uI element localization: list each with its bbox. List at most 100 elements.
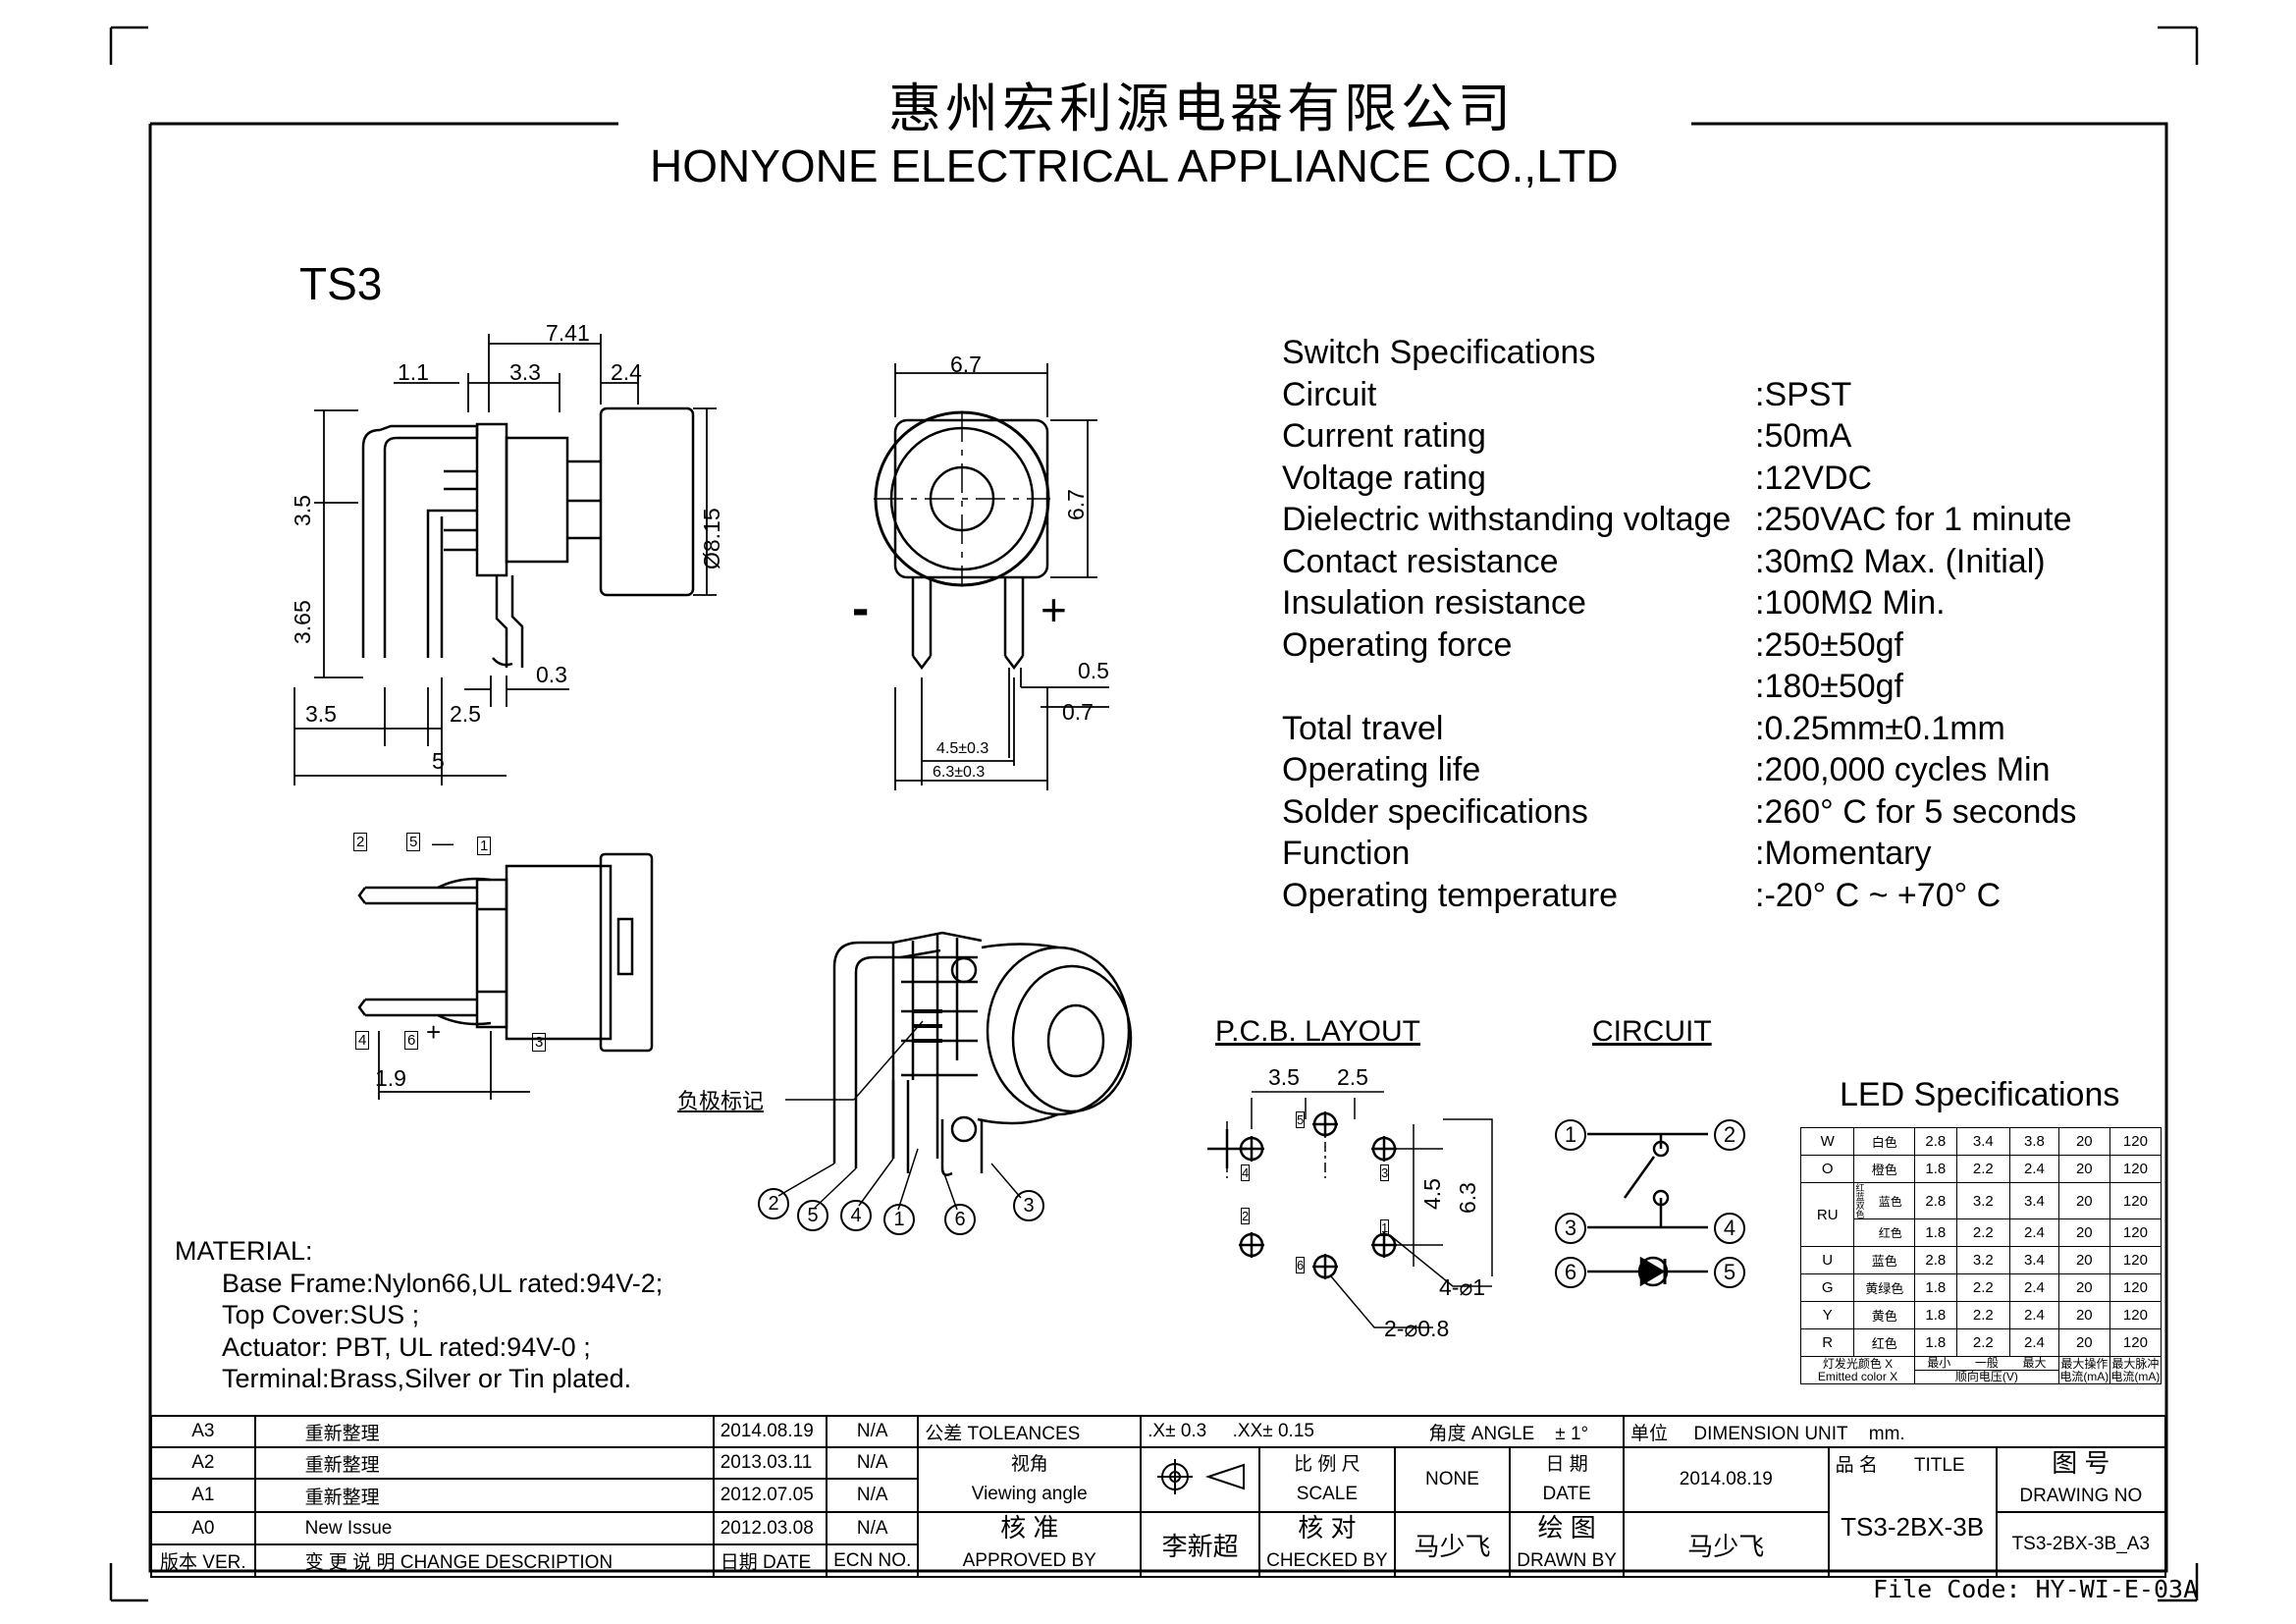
dim-3-5-vertical: 3.5 [290, 495, 315, 526]
led-cell: 2.8 [1914, 1182, 1957, 1219]
led-foot-vf: 最小一般最大 顺向电压(V) [1914, 1356, 2059, 1384]
circuit-title: CIRCUIT [1592, 1015, 1712, 1048]
pin-label-3: 3 [532, 1033, 547, 1052]
spec-value: :12VDC [1755, 459, 1873, 497]
led-cell: 2.4 [2009, 1155, 2059, 1183]
spec-value: :200,000 cycles Min [1755, 751, 2051, 788]
spec-row: Insulation resistance:100MΩ Min. [1282, 582, 2076, 624]
led-cell: 2.2 [1955, 1218, 2011, 1247]
material-base-frame: Base Frame:Nylon66,UL rated:94V-2; [222, 1268, 664, 1298]
plus-sign: + [1041, 584, 1067, 635]
spec-value: :30mΩ Max. (Initial) [1755, 542, 2046, 580]
checked-by-value: 马少飞 [1393, 1511, 1512, 1578]
dim-2-5: 2.5 [450, 701, 481, 727]
spec-value: :100MΩ Min. [1755, 584, 1946, 622]
led-cell: 蓝色 [1853, 1246, 1915, 1274]
drawing-no-value: TS3-2BX-3B_A3 [1995, 1511, 2167, 1578]
led-cell: 120 [2109, 1328, 2163, 1357]
approved-by-value: 李新超 [1140, 1511, 1261, 1578]
led-cell: 2.8 [1914, 1127, 1957, 1156]
tol-label: 公差 TOLEANCES [917, 1415, 1143, 1448]
led-cell: 2.4 [2009, 1301, 2059, 1329]
rev-ecn-a3: N/A [826, 1415, 920, 1448]
dim-6-3-tol: 6.3±0.3 [933, 764, 986, 781]
dim-0-7: 0.7 [1062, 699, 1094, 725]
led-cell: 黄绿色 [1853, 1273, 1915, 1302]
spec-row: Voltage rating:12VDC [1282, 458, 2076, 500]
dim-3-65: 3.65 [290, 600, 315, 644]
spec-row: Contact resistance:30mΩ Max. (Initial) [1282, 541, 2076, 583]
led-cell: 2.2 [1955, 1273, 2011, 1302]
dim-6-7-horizontal: 6.7 [950, 352, 982, 377]
led-cell: 120 [2109, 1301, 2163, 1329]
led-cell: 橙色 [1853, 1155, 1915, 1183]
rev-date-a3: 2014.08.19 [712, 1415, 828, 1448]
led-foot-if: 最大操作电流(mA) [2057, 1356, 2110, 1384]
led-cell: 2.8 [1914, 1246, 1957, 1274]
minus-sign: - [852, 580, 870, 637]
led-cell: 3.4 [1955, 1127, 2011, 1156]
pcb-pin-6: 6 [1296, 1257, 1306, 1273]
rev-ecn-a0: N/A [826, 1511, 920, 1545]
led-cell: 20 [2057, 1218, 2110, 1247]
company-name-en: HONYONE ELECTRICAL APPLIANCE CO.,LTD [650, 140, 1619, 191]
led-cell: 1.8 [1914, 1301, 1957, 1329]
led-cell: 120 [2109, 1246, 2163, 1274]
led-cell: 2.2 [1955, 1301, 2011, 1329]
pcb-holes-2: 2-⌀0.8 [1384, 1316, 1450, 1341]
pin-label-6: 6 [404, 1031, 419, 1050]
led-cell: RU [1799, 1182, 1855, 1247]
led-cell: O [1799, 1155, 1855, 1183]
pin-label-5: 5 [406, 833, 421, 851]
led-cell: G [1799, 1273, 1855, 1302]
led-cell: 20 [2057, 1127, 2110, 1156]
product-name-value: TS3-2BX-3B [1827, 1479, 1998, 1578]
material-title: MATERIAL: [175, 1236, 313, 1266]
pcb-pin-2: 2 [1241, 1208, 1251, 1224]
led-cell: R [1799, 1328, 1855, 1357]
led-cell: 1.8 [1914, 1328, 1957, 1357]
spec-value: :-20° C ~ +70° C [1755, 876, 2002, 914]
spec-row: Function:Momentary [1282, 833, 2076, 875]
rev-ver-a2: A2 [150, 1446, 256, 1480]
led-cell: 3.4 [2009, 1246, 2059, 1274]
dim-0-5: 0.5 [1078, 658, 1109, 683]
spec-label [1282, 666, 1755, 708]
dim-3-3: 3.3 [509, 359, 541, 385]
date-value: 2014.08.19 [1622, 1446, 1830, 1513]
iso-pin-2: 2 [758, 1188, 789, 1219]
dimension-unit: 单位 DIMENSION UNIT mm. [1622, 1415, 2167, 1448]
material-block: MATERIAL: Base Frame:Nylon66,UL rated:94… [175, 1235, 663, 1395]
pin-label-4: 4 [355, 1031, 370, 1050]
rev-ver-a0: A0 [150, 1511, 256, 1545]
spec-label: Operating life [1282, 751, 1481, 788]
led-cell: Y [1799, 1301, 1855, 1329]
pin-plus-mark: + [426, 1017, 442, 1047]
dim-diameter-8-15: Ø8.15 [699, 508, 724, 569]
dim-7-41: 7.41 [546, 320, 590, 346]
circuit-pin-3: 3 [1555, 1213, 1586, 1244]
rev-ver-a1: A1 [150, 1478, 256, 1513]
spec-row: Total travel:0.25mm±0.1mm [1282, 708, 2076, 750]
led-spec-title: LED Specifications [1840, 1076, 2120, 1113]
rev-date-a2: 2013.03.11 [712, 1446, 828, 1480]
led-cell: 20 [2057, 1328, 2110, 1357]
dim-1-9: 1.9 [375, 1065, 406, 1091]
pcb-layout-title: P.C.B. LAYOUT [1215, 1015, 1420, 1048]
iso-pin-6: 6 [944, 1204, 976, 1235]
led-foot-ifp: 最大脉冲电流(mA) [2109, 1356, 2163, 1384]
material-terminal: Terminal:Brass,Silver or Tin plated. [222, 1364, 632, 1393]
spec-value: :Momentary [1755, 835, 1932, 872]
scale-value: NONE [1393, 1446, 1512, 1513]
spec-label: Circuit [1282, 375, 1377, 413]
iso-pin-4: 4 [840, 1200, 872, 1231]
